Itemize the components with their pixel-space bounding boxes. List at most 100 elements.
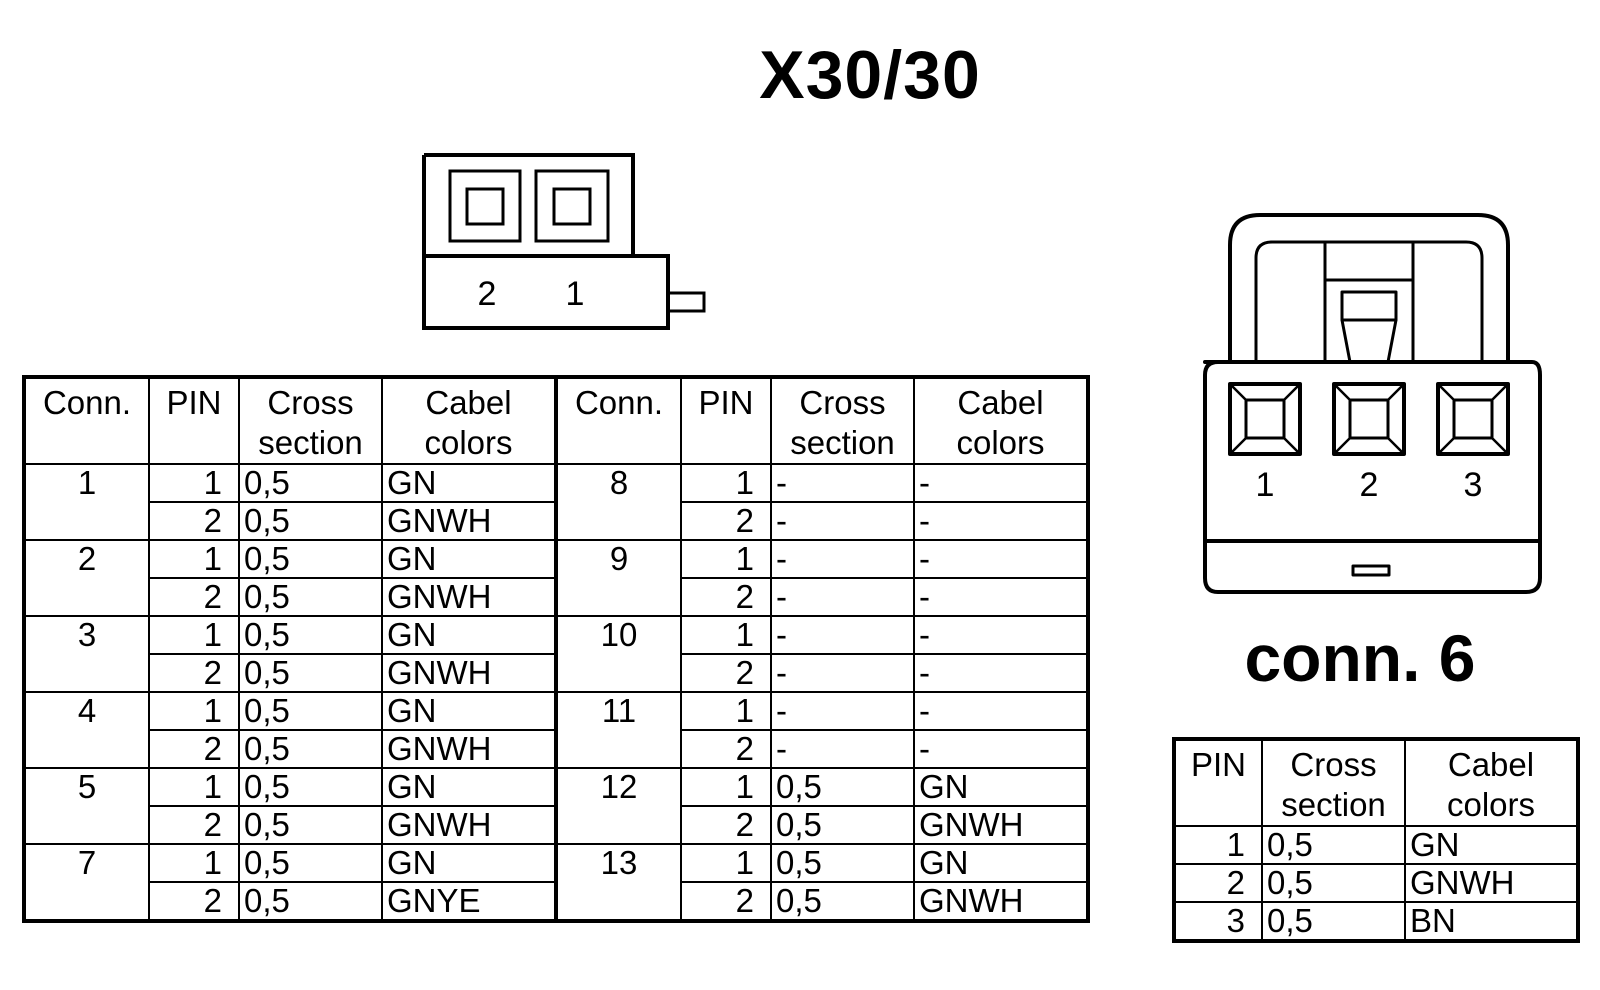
conn-number: 7 (23, 843, 150, 922)
cable-color: GN (381, 615, 557, 655)
pin-number: 1 (1173, 825, 1263, 865)
cross-section: 0,5 (238, 615, 383, 655)
cross-section: 0,5 (238, 653, 383, 693)
cable-color: GNWH (381, 577, 557, 617)
cross-section: - (770, 653, 915, 693)
cross-section: 0,5 (238, 729, 383, 769)
pin-number: 1 (680, 843, 772, 883)
pin-number: 1 (148, 767, 240, 807)
conn-number: 11 (554, 691, 682, 769)
conn-number: 2 (23, 539, 150, 617)
pin-number: 2 (148, 577, 240, 617)
pin-number: 2 (680, 805, 772, 845)
column-header: Cabel colors (1404, 738, 1579, 827)
cross-section: - (770, 729, 915, 769)
cable-color: BN (1404, 901, 1579, 942)
conn6-title: conn. 6 (1244, 621, 1476, 695)
cable-color: - (913, 729, 1089, 769)
cable-color: GNWH (381, 729, 557, 769)
cross-section: 0,5 (238, 805, 383, 845)
cross-section: - (770, 463, 915, 503)
pin-number: 1 (680, 539, 772, 579)
pin-number: 2 (148, 653, 240, 693)
pin-number: 2 (680, 881, 772, 922)
column-header: PIN (148, 376, 240, 465)
conn-number: 12 (554, 767, 682, 845)
conn-number: 9 (554, 539, 682, 617)
conn-number: 8 (554, 463, 682, 541)
conn-number: 3 (23, 615, 150, 693)
cross-section: - (770, 501, 915, 541)
conn6-pin-label: 3 (1464, 466, 1483, 504)
cross-section: 0,5 (770, 843, 915, 883)
pin-number: 2 (680, 577, 772, 617)
cross-section: 0,5 (238, 577, 383, 617)
pin-number: 1 (148, 463, 240, 503)
pin-number: 1 (148, 843, 240, 883)
conn-number: 13 (554, 843, 682, 922)
cable-color: GN (381, 843, 557, 883)
pin-number: 1 (680, 767, 772, 807)
diagram-title: X30/30 (759, 37, 981, 113)
cross-section: 0,5 (238, 463, 383, 503)
cable-color: GNWH (381, 653, 557, 693)
x30-pin-label: 1 (566, 275, 585, 313)
pin-number: 2 (680, 653, 772, 693)
cable-color: - (913, 539, 1089, 579)
cable-color: GN (381, 463, 557, 503)
conn-number: 4 (23, 691, 150, 769)
cable-color: GN (1404, 825, 1579, 865)
pin-number: 1 (148, 691, 240, 731)
cross-section: 0,5 (1261, 825, 1406, 865)
column-header: Conn. (23, 376, 150, 465)
cable-color: - (913, 501, 1089, 541)
cable-color: GNWH (1404, 863, 1579, 903)
cable-color: GNWH (913, 805, 1089, 845)
cross-section: - (770, 615, 915, 655)
pin-number: 2 (680, 501, 772, 541)
cable-color: GN (381, 691, 557, 731)
pin-number: 3 (1173, 901, 1263, 942)
pin-number: 2 (680, 729, 772, 769)
cable-color: GNYE (381, 881, 557, 922)
conn-number: 5 (23, 767, 150, 845)
cross-section: 0,5 (770, 805, 915, 845)
cross-section: 0,5 (238, 539, 383, 579)
conn-number: 10 (554, 615, 682, 693)
x30-pin-label: 2 (478, 275, 497, 313)
pin-number: 2 (148, 501, 240, 541)
column-header: PIN (680, 376, 772, 465)
column-header: Cabel colors (913, 376, 1089, 465)
pin-number: 2 (148, 805, 240, 845)
cross-section: 0,5 (238, 843, 383, 883)
column-header: PIN (1173, 738, 1263, 827)
pin-number: 1 (680, 463, 772, 503)
cable-color: GNWH (381, 805, 557, 845)
cable-color: GN (913, 767, 1089, 807)
cable-color: - (913, 615, 1089, 655)
column-header: Cross section (1261, 738, 1406, 827)
pin-number: 1 (680, 615, 772, 655)
cable-color: GNWH (381, 501, 557, 541)
pin-number: 1 (148, 539, 240, 579)
conn6-pin-label: 2 (1360, 466, 1379, 504)
cross-section: - (770, 539, 915, 579)
cable-color: - (913, 577, 1089, 617)
cross-section: - (770, 577, 915, 617)
cross-section: - (770, 691, 915, 731)
conn6-pin-label: 1 (1256, 466, 1275, 504)
